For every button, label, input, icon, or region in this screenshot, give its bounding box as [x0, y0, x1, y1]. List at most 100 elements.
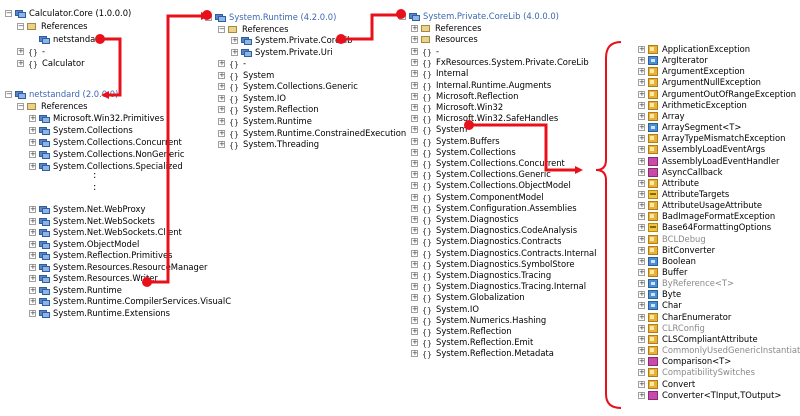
namespace-item[interactable]: +Microsoft.Win32.SafeHandles — [411, 113, 558, 124]
expand-icon[interactable]: + — [29, 251, 36, 259]
namespace-item[interactable]: +System.IO — [411, 304, 479, 315]
expand-icon[interactable]: + — [411, 125, 418, 134]
tree-node-references[interactable]: −References — [17, 21, 88, 32]
namespace-item[interactable]: +System.Collections.Concurrent — [411, 158, 565, 169]
type-item[interactable]: +ArithmeticException — [638, 100, 747, 111]
namespace-item[interactable]: +System.Globalization — [411, 292, 525, 303]
reference-item[interactable]: +System.Reflection.Primitives — [29, 250, 172, 261]
namespace-item[interactable]: +System.Diagnostics.SymbolStore — [411, 259, 575, 270]
expand-icon[interactable]: + — [231, 48, 238, 56]
expand-icon[interactable]: + — [638, 123, 645, 132]
tree-node-calculator[interactable]: +Calculator — [17, 58, 85, 69]
expand-icon[interactable]: + — [411, 181, 418, 190]
expand-icon[interactable]: + — [411, 226, 418, 235]
namespace-item[interactable]: +System.Threading — [218, 139, 319, 150]
expand-icon[interactable]: + — [411, 69, 418, 78]
expand-icon[interactable]: + — [638, 390, 645, 399]
namespace-item[interactable]: +System.Diagnostics.Tracing — [411, 270, 551, 281]
tree-node-resources[interactable]: +Resources — [411, 34, 478, 45]
reference-item[interactable]: +System.Net.WebSockets — [29, 216, 155, 227]
expand-icon[interactable]: + — [638, 45, 645, 53]
namespace-item[interactable]: +System.ComponentModel — [411, 192, 544, 203]
type-item[interactable]: +ArgumentNullException — [638, 77, 761, 88]
type-item[interactable]: +AssemblyLoadEventArgs — [638, 144, 765, 155]
expand-icon[interactable]: + — [411, 170, 418, 179]
expand-icon[interactable]: + — [411, 315, 418, 324]
namespace-item[interactable]: +System.Diagnostics.CodeAnalysis — [411, 225, 577, 236]
expand-icon[interactable]: + — [638, 223, 645, 232]
expand-icon[interactable]: + — [638, 323, 645, 332]
type-item[interactable]: +ArgumentOutOfRangeException — [638, 89, 796, 100]
reference-item[interactable]: +System.Collections.Specialized — [29, 161, 183, 172]
namespace-item[interactable]: +System.IO — [218, 93, 286, 104]
expand-icon[interactable]: + — [29, 150, 36, 158]
namespace-item[interactable]: +System.Buffers — [411, 136, 500, 147]
tree-node-references[interactable]: −References — [17, 101, 88, 112]
type-item[interactable]: +Converter<TInput,TOutput> — [638, 390, 781, 401]
expand-icon[interactable]: + — [638, 312, 645, 321]
expand-icon[interactable]: + — [638, 111, 645, 120]
type-item[interactable]: +ByReference<T> — [638, 278, 734, 289]
expand-icon[interactable]: + — [411, 259, 418, 268]
expand-icon[interactable]: + — [411, 147, 418, 156]
namespace-item[interactable]: +FxResources.System.Private.CoreLib — [411, 57, 589, 68]
namespace-item[interactable]: +Internal — [411, 68, 468, 79]
reference-item[interactable]: +Microsoft.Win32.Primitives — [29, 113, 164, 124]
expand-icon[interactable]: + — [638, 279, 645, 288]
expand-icon[interactable]: + — [638, 290, 645, 299]
tree-node-netstandard-ref[interactable]: netstandard — [29, 34, 104, 45]
expand-icon[interactable]: + — [29, 114, 36, 122]
reference-item[interactable]: +System.Net.WebProxy — [29, 204, 145, 215]
expand-icon[interactable]: + — [638, 357, 645, 366]
expand-icon[interactable]: + — [638, 89, 645, 98]
reference-item[interactable]: +System.Private.CoreLib — [231, 35, 352, 46]
type-item[interactable]: +AttributeTargets — [638, 189, 729, 200]
tree-node-namespace-dash[interactable]: +- — [17, 46, 45, 57]
expand-icon[interactable]: + — [411, 136, 418, 145]
expand-icon[interactable]: + — [411, 159, 418, 167]
reference-item[interactable]: +System.Runtime — [29, 285, 122, 296]
type-item[interactable]: +BCLDebug — [638, 234, 706, 245]
type-item[interactable]: +ArrayTypeMismatchException — [638, 133, 785, 144]
expand-icon[interactable]: + — [29, 262, 36, 271]
expand-icon[interactable]: + — [218, 105, 225, 114]
type-item[interactable]: +Comparison<T> — [638, 356, 731, 367]
namespace-item[interactable]: +System.Collections — [411, 147, 516, 158]
type-item[interactable]: +ArgumentException — [638, 66, 745, 77]
expand-icon[interactable]: + — [638, 268, 645, 276]
collapse-icon[interactable]: − — [5, 9, 12, 17]
expand-icon[interactable]: + — [218, 128, 225, 137]
expand-icon[interactable]: + — [411, 24, 418, 32]
namespace-item[interactable]: +System.Collections.Generic — [411, 169, 551, 180]
reference-item[interactable]: +System.Runtime.CompilerServices.VisualC — [29, 296, 231, 307]
reference-item[interactable]: +System.Collections.Concurrent — [29, 137, 182, 148]
namespace-item[interactable]: +System.Diagnostics.Tracing.Internal — [411, 281, 586, 292]
expand-icon[interactable]: + — [411, 327, 418, 335]
expand-icon[interactable]: + — [638, 234, 645, 243]
namespace-item[interactable]: +System.Diagnostics — [411, 214, 519, 225]
expand-icon[interactable]: + — [411, 304, 418, 313]
reference-item[interactable]: +System.ObjectModel — [29, 239, 139, 250]
expand-icon[interactable]: + — [638, 368, 645, 377]
expand-icon[interactable]: + — [638, 134, 645, 143]
type-item[interactable]: +Byte — [638, 289, 681, 300]
expand-icon[interactable]: + — [29, 205, 36, 213]
expand-icon[interactable]: + — [29, 239, 36, 248]
namespace-item[interactable]: +System.Numerics.Hashing — [411, 315, 546, 326]
namespace-item[interactable]: +Internal.Runtime.Augments — [411, 80, 551, 91]
expand-icon[interactable]: + — [638, 201, 645, 210]
namespace-item[interactable]: +System.Reflection — [218, 104, 319, 115]
expand-icon[interactable]: + — [411, 114, 418, 123]
type-item[interactable]: +Boolean — [638, 256, 696, 267]
expand-icon[interactable]: + — [638, 346, 645, 355]
expand-icon[interactable]: + — [638, 256, 645, 265]
expand-icon[interactable]: + — [411, 58, 418, 67]
type-item[interactable]: +Convert — [638, 379, 695, 390]
type-item[interactable]: +ArgIterator — [638, 55, 708, 66]
tree-node-calculator-core[interactable]: −Calculator.Core (1.0.0.0) — [5, 8, 131, 19]
expand-icon[interactable]: + — [638, 78, 645, 87]
expand-icon[interactable]: + — [411, 91, 418, 100]
namespace-item[interactable]: +System — [411, 124, 467, 135]
namespace-item[interactable]: +System.Reflection — [411, 326, 512, 337]
namespace-item[interactable]: +System.Reflection.Metadata — [411, 348, 554, 359]
